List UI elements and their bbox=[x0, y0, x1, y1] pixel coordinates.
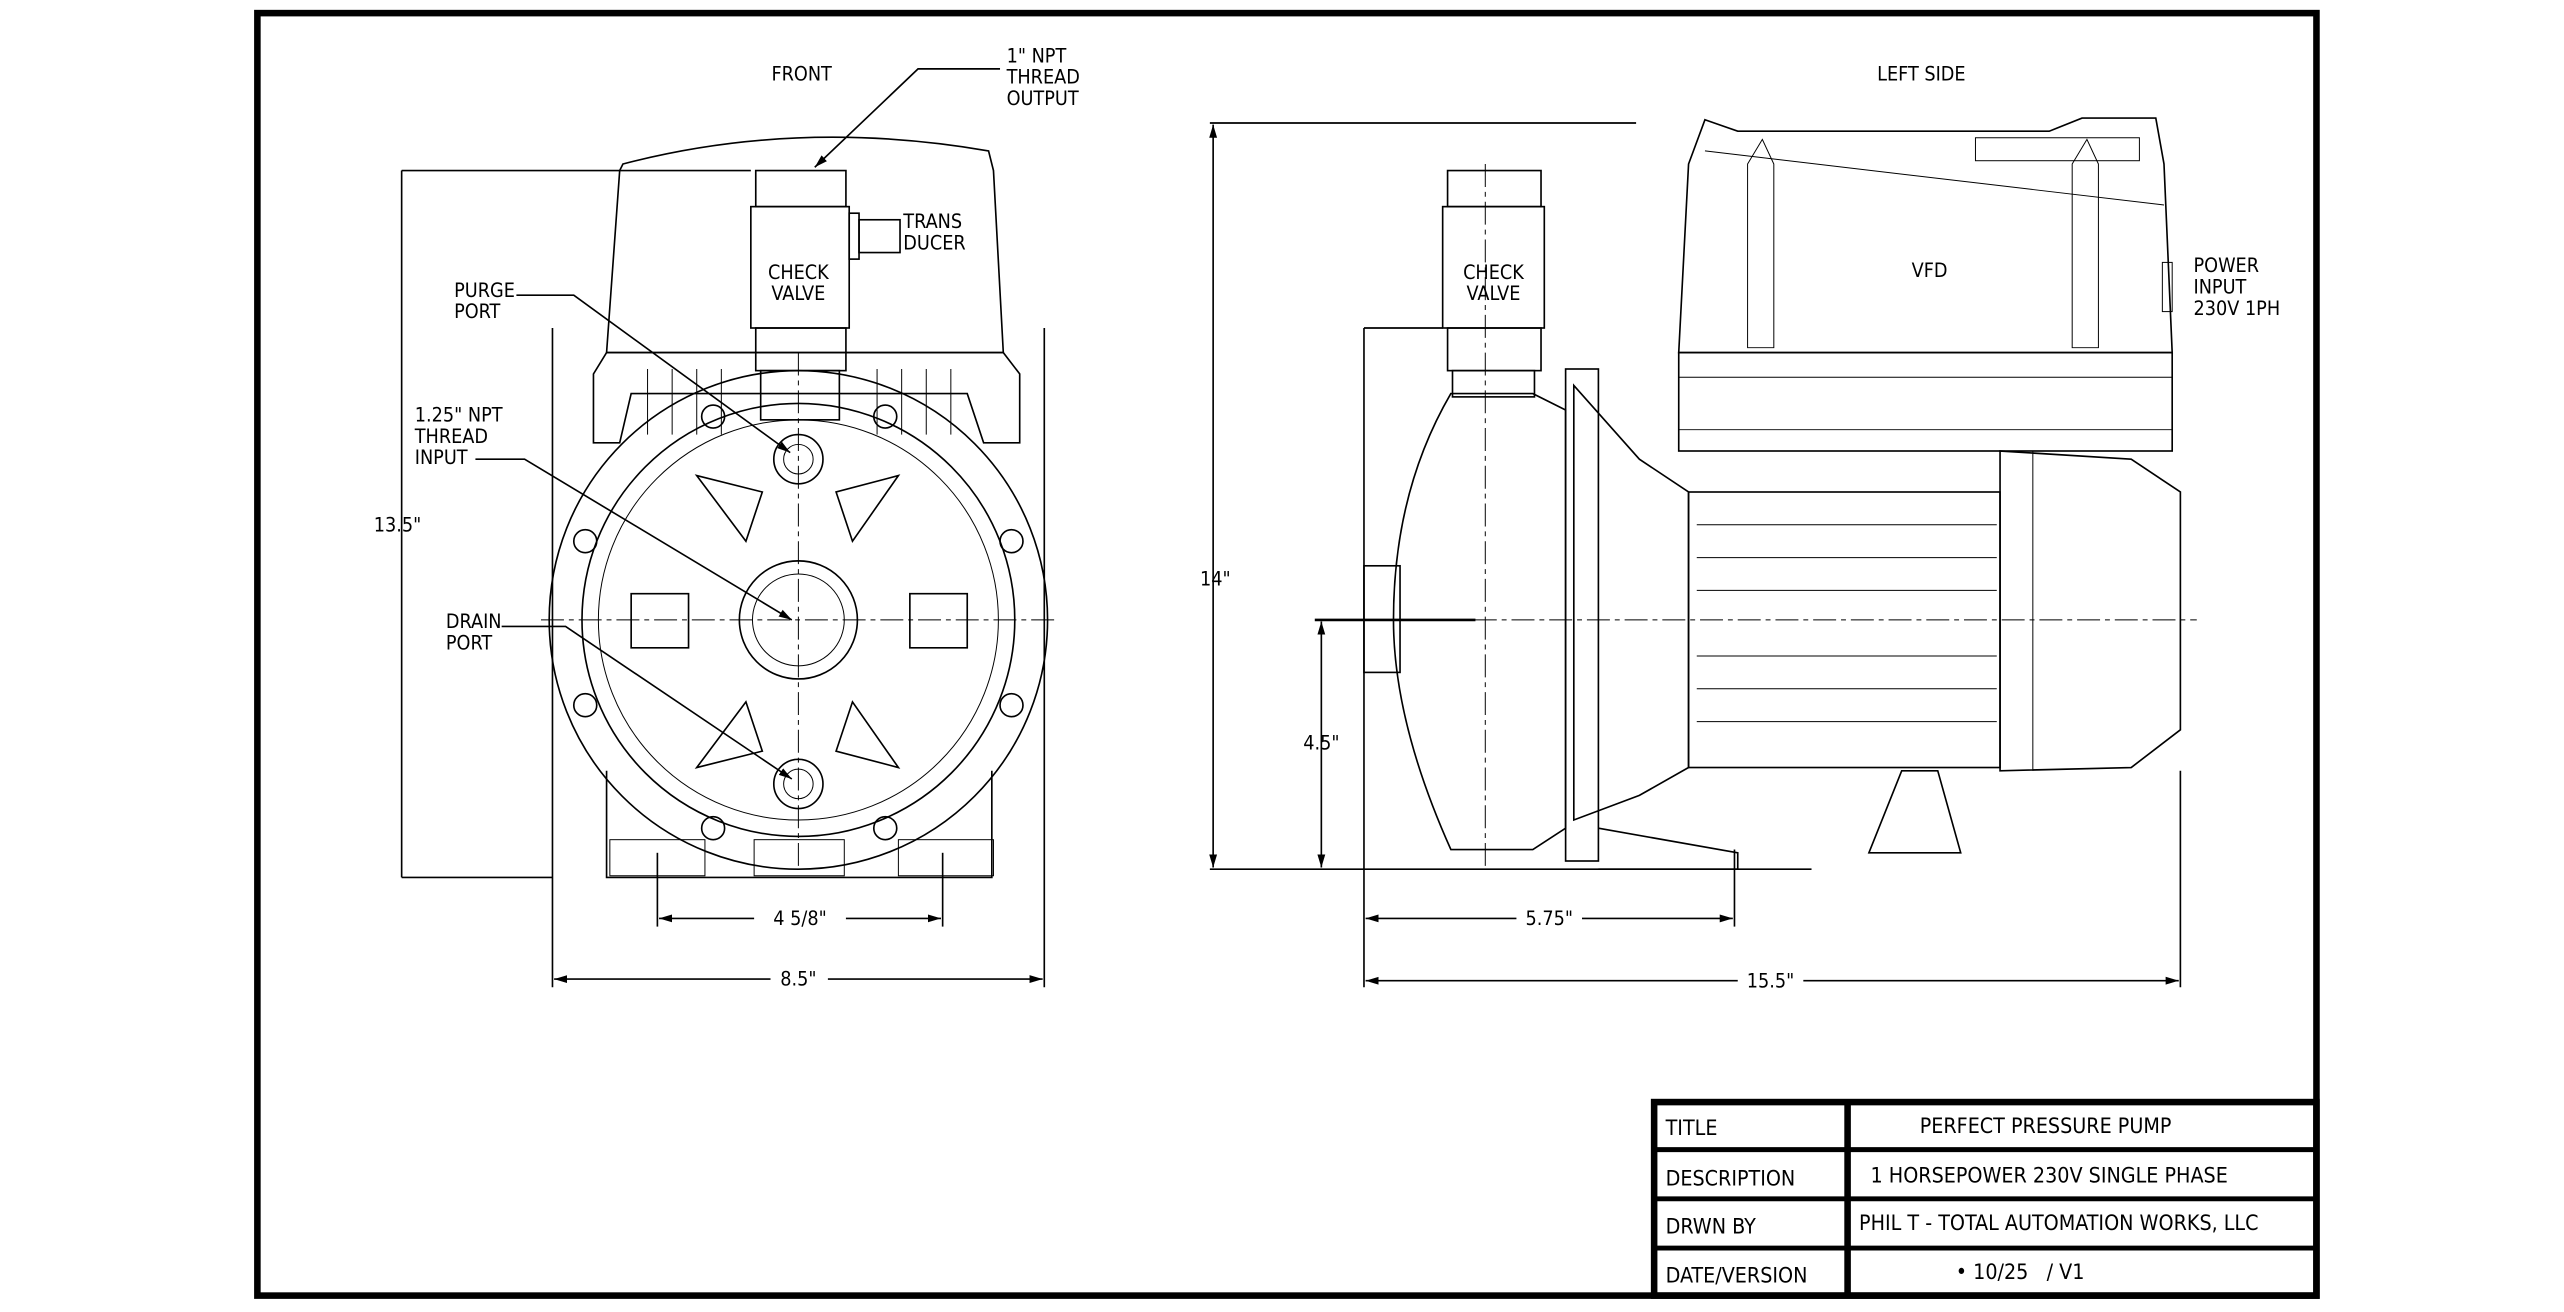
power-input-label: POWER bbox=[2193, 254, 2259, 277]
width-dimension: 8.5" bbox=[780, 968, 816, 991]
power-input-label: INPUT bbox=[2193, 276, 2246, 299]
output-label: THREAD bbox=[1006, 66, 1080, 89]
drawn-by-label: DRWN BY bbox=[1666, 1214, 1757, 1239]
output-label: OUTPUT bbox=[1007, 87, 1079, 110]
check-valve-label: CHECK bbox=[768, 261, 829, 284]
input-label: 1.25" NPT bbox=[415, 403, 503, 426]
motor-body bbox=[1687, 491, 2001, 769]
title-block: TITLE PERFECT PRESSURE PUMP DESCRIPTION … bbox=[1650, 1098, 2320, 1299]
check-valve-label: CHECK bbox=[1463, 261, 1524, 284]
length-dimension: 15.5" bbox=[1747, 969, 1794, 992]
check-valve-label: VALVE bbox=[771, 282, 825, 305]
front-dimensions: 13.5" 8.5" 4 5/8" bbox=[374, 169, 1046, 991]
front-cooling-fins bbox=[592, 351, 1021, 444]
purge-port-label: PORT bbox=[454, 300, 500, 323]
front-view-title: FRONT bbox=[771, 62, 832, 85]
side-view-title: LEFT SIDE bbox=[1877, 62, 1965, 85]
pump-length-dimension: 5.75" bbox=[1525, 907, 1572, 930]
date-version-label: DATE/VERSION bbox=[1666, 1263, 1808, 1288]
transducer-label: TRANS bbox=[902, 210, 962, 233]
drain-port-label: PORT bbox=[446, 631, 492, 654]
title-value: PERFECT PRESSURE PUMP bbox=[1920, 1114, 2172, 1139]
inlet-height-dimension: 4.5" bbox=[1303, 731, 1339, 754]
purge-port-label: PURGE bbox=[454, 279, 515, 302]
output-label: 1" NPT bbox=[1007, 44, 1067, 67]
date-version-value: • 10/25 / V1 bbox=[1956, 1260, 2085, 1285]
power-input-label: 230V 1PH bbox=[2193, 297, 2280, 320]
front-housing bbox=[605, 136, 1005, 354]
foot-spacing-dimension: 4 5/8" bbox=[773, 907, 826, 930]
pump-volute bbox=[1392, 392, 1567, 851]
drawn-by-value: PHIL T - TOTAL AUTOMATION WORKS, LLC bbox=[1859, 1211, 2258, 1236]
drawing-border bbox=[254, 9, 2320, 1299]
front-base bbox=[605, 770, 993, 879]
title-label: TITLE bbox=[1665, 1116, 1718, 1141]
side-view: LEFT SIDE VFD POWER INPUT 230V 1PH CHE bbox=[1200, 62, 2280, 992]
pump-bracket bbox=[1572, 383, 1690, 822]
side-check-valve-nut bbox=[1446, 169, 1542, 208]
vfd-housing bbox=[1677, 117, 2174, 354]
transducer-label: DUCER bbox=[903, 231, 965, 254]
volute-ribs bbox=[630, 474, 969, 769]
vfd-label: VFD bbox=[1912, 259, 1948, 282]
transducer bbox=[848, 212, 860, 260]
description-label: DESCRIPTION bbox=[1666, 1167, 1796, 1192]
vfd-base bbox=[1677, 351, 2174, 452]
front-view: FRONT bbox=[374, 44, 1080, 990]
input-label: THREAD bbox=[414, 425, 488, 448]
height-dimension: 14" bbox=[1200, 567, 1231, 590]
motor-fan-cover bbox=[1999, 450, 2182, 772]
front-check-valve-nut bbox=[754, 169, 847, 208]
motor-foot bbox=[1867, 769, 1962, 854]
side-dimensions: 14" 4.5" 5.75" 15.5" bbox=[1200, 122, 2182, 992]
input-label: INPUT bbox=[415, 446, 468, 469]
description-value: 1 HORSEPOWER 230V SINGLE PHASE bbox=[1871, 1163, 2228, 1188]
height-dimension: 13.5" bbox=[374, 513, 421, 536]
drain-port-label: DRAIN bbox=[446, 610, 502, 633]
bolt-holes bbox=[572, 404, 1024, 841]
check-valve-label: VALVE bbox=[1467, 282, 1521, 305]
